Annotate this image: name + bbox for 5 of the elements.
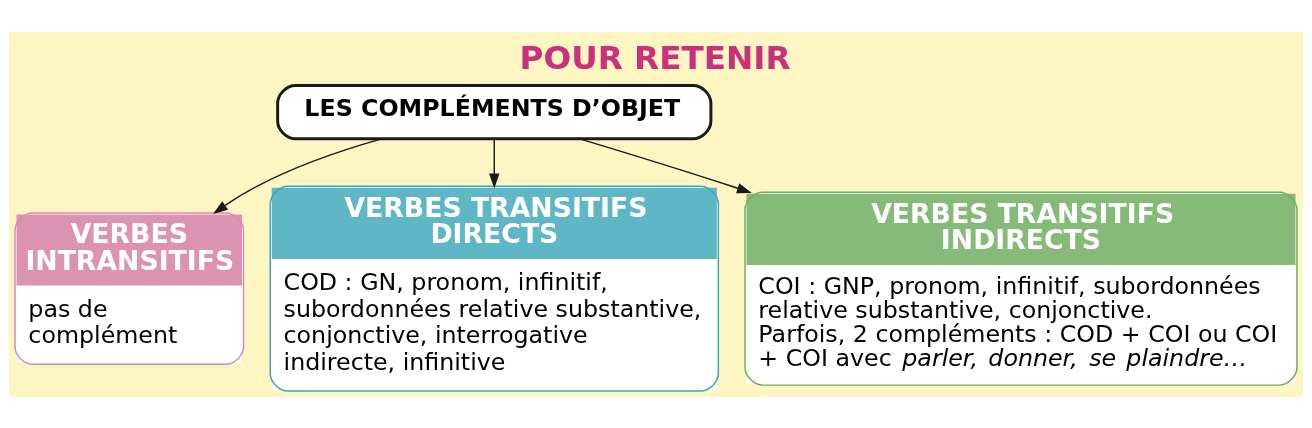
node-box: LES COMPLÉMENTS D’OBJET — [276, 83, 713, 140]
arrow — [213, 137, 383, 214]
arrow — [578, 137, 752, 193]
diagram-title: POUR RETENIR — [519, 38, 791, 76]
arrow — [489, 137, 500, 188]
